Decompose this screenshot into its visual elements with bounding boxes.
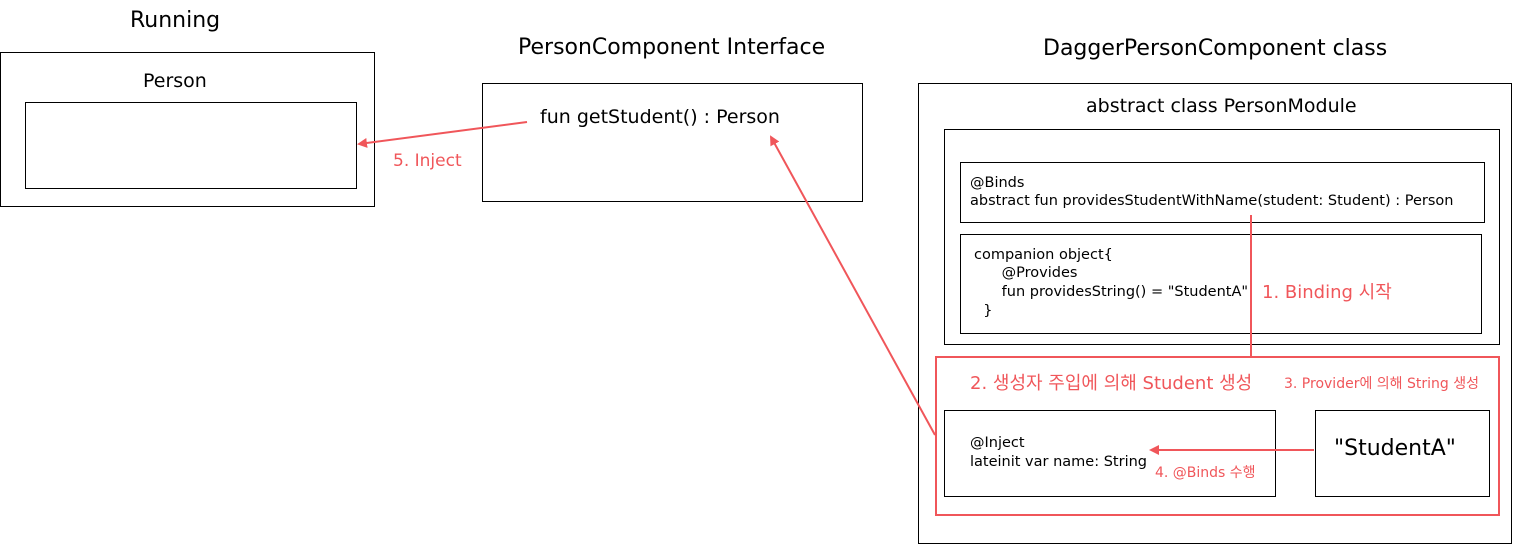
companion-line-3: fun providesString() = "StudentA" bbox=[974, 284, 1249, 300]
string-value: "StudentA" bbox=[1334, 436, 1456, 461]
companion-line-1: companion object{ bbox=[974, 247, 1113, 263]
student-line-2: lateinit var name: String bbox=[970, 454, 1147, 470]
step3-label: 3. Provider에 의해 String 생성 bbox=[1284, 376, 1479, 392]
get-student-method: fun getStudent() : Person bbox=[540, 106, 780, 128]
binds-box bbox=[960, 162, 1485, 223]
component-interface-box bbox=[482, 83, 863, 202]
person-label: Person bbox=[143, 70, 207, 92]
binds-line-2: abstract fun providesStudentWithName(stu… bbox=[970, 193, 1454, 209]
binds-line-1: @Binds bbox=[970, 175, 1025, 191]
running-title: Running bbox=[130, 8, 221, 33]
step5-label: 5. Inject bbox=[393, 151, 462, 171]
student-line-1: @Inject bbox=[970, 435, 1025, 451]
student-box bbox=[944, 410, 1276, 497]
step2-label: 2. 생성자 주입에 의해 Student 생성 bbox=[970, 373, 1253, 394]
companion-box bbox=[960, 234, 1482, 334]
dagger-class-title: DaggerPersonComponent class bbox=[1043, 36, 1388, 61]
step1-label: 1. Binding 시작 bbox=[1262, 282, 1392, 303]
companion-line-4: } bbox=[974, 303, 993, 319]
string-value-box bbox=[1315, 410, 1490, 497]
component-interface-title: PersonComponent Interface bbox=[518, 35, 826, 60]
companion-line-2: @Provides bbox=[974, 265, 1078, 281]
person-module-box bbox=[944, 129, 1500, 345]
person-inner-box bbox=[25, 102, 357, 189]
construction-highlight-box bbox=[935, 356, 1500, 516]
step4-label: 4. @Binds 수행 bbox=[1155, 465, 1256, 481]
module-title: abstract class PersonModule bbox=[1086, 95, 1357, 117]
